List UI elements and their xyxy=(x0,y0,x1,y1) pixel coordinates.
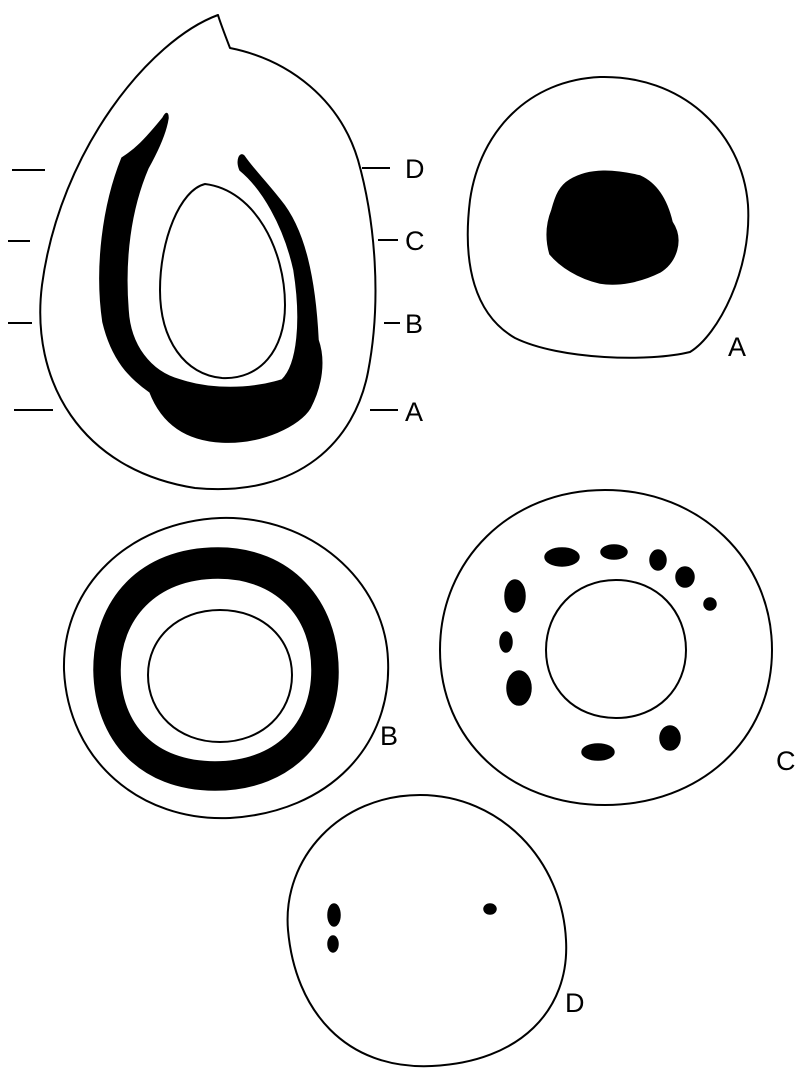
patch xyxy=(660,726,680,750)
cross-section-c: C xyxy=(440,490,795,805)
label-longitudinal-c: C xyxy=(405,226,425,256)
cross-section-b-inner-circle xyxy=(148,610,292,742)
cross-section-c-dark-patches xyxy=(500,545,716,760)
patch xyxy=(328,936,338,952)
label-longitudinal-d: D xyxy=(405,154,425,184)
patch xyxy=(505,580,525,612)
patch xyxy=(507,671,531,705)
patch xyxy=(484,904,496,914)
label-cross-section-c: C xyxy=(776,746,795,776)
cross-section-a-dark-core xyxy=(547,171,678,284)
patch xyxy=(545,548,579,566)
cross-section-a: A xyxy=(468,77,749,362)
label-cross-section-b: B xyxy=(380,721,398,751)
label-longitudinal-b: B xyxy=(405,309,423,339)
patch xyxy=(328,904,340,926)
cross-section-d-outline xyxy=(288,795,567,1066)
inner-cavity xyxy=(160,184,285,378)
cross-section-d: D xyxy=(288,795,585,1066)
longitudinal-section: D C B A xyxy=(8,15,425,489)
cross-section-c-inner-circle xyxy=(546,580,686,718)
label-cross-section-d: D xyxy=(565,988,585,1018)
label-cross-section-a: A xyxy=(728,332,746,362)
cross-section-b: B xyxy=(64,518,398,818)
patch xyxy=(601,545,627,559)
patch xyxy=(582,744,614,760)
patch xyxy=(650,550,666,570)
label-longitudinal-a: A xyxy=(405,397,423,427)
dark-band-outer xyxy=(100,114,322,443)
patch xyxy=(500,632,512,652)
patch xyxy=(704,598,716,610)
patch xyxy=(676,567,694,587)
cross-section-b-dark-ring xyxy=(94,548,338,790)
